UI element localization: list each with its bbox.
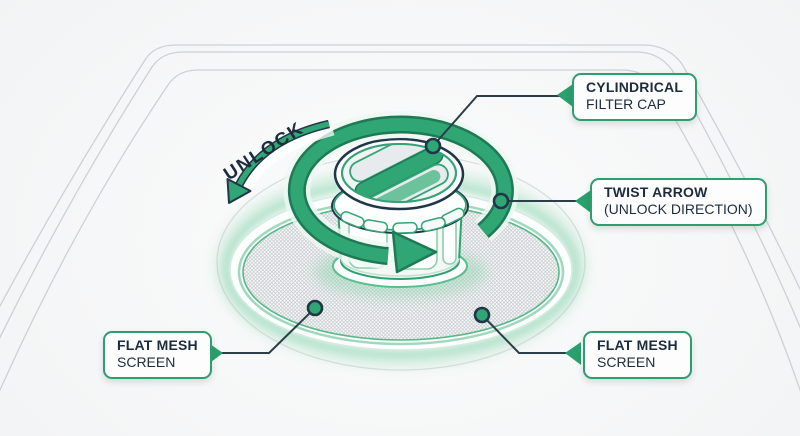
anchor-dot-twist-arrow: [492, 192, 510, 210]
label-subtitle: SCREEN: [597, 354, 656, 371]
unlock-arrowhead-icon: [226, 178, 252, 204]
unlock-arrow-halo: [240, 124, 335, 193]
callout-pointer-twist-arrow: [575, 190, 591, 213]
twist-arrow-ring: [283, 111, 519, 274]
label-title: TWIST ARROW: [604, 184, 708, 200]
cap-top-face-outline: [341, 143, 457, 203]
label-cylindrical-filter-cap: CYLINDRICAL FILTER CAP: [572, 73, 698, 121]
anchor-dots: [306, 137, 510, 324]
unlock-arrow-icon: [226, 119, 335, 204]
callout-line-mesh-right: [481, 314, 569, 354]
label-flat-mesh-screen-right: FLAT MESH SCREEN: [583, 331, 692, 379]
frame-line: [0, 44, 800, 308]
cap-collar-tabs: [340, 207, 465, 234]
cap-slot-inner: [374, 170, 441, 202]
anchor-dot-mesh-right: [473, 306, 491, 324]
twist-arrow-shaft: [290, 118, 512, 263]
callout-pointer-mesh-right: [565, 342, 581, 365]
anchor-dot-mesh-left: [306, 299, 324, 317]
tub-frame-lines: [0, 44, 800, 392]
anchor-dot-filter-cap: [424, 137, 442, 155]
cap-body-bottom-line: [340, 257, 460, 277]
frame-line: [0, 51, 800, 339]
callout-line-mesh-left: [219, 307, 316, 354]
callout-line-filter-cap: [432, 95, 560, 147]
callout-lines: [219, 95, 578, 354]
label-twist-arrow: TWIST ARROW (UNLOCK DIRECTION): [590, 178, 767, 226]
label-title: CYLINDRICAL: [586, 79, 684, 95]
label-flat-mesh-screen-left: FLAT MESH SCREEN: [103, 331, 212, 379]
label-subtitle: FILTER CAP: [586, 96, 666, 113]
unlock-arrow-shaft: [236, 121, 330, 187]
frame-line: [0, 69, 800, 392]
twist-arrowhead-icon: [391, 230, 438, 274]
callout-pointer-filter-cap: [557, 84, 573, 107]
label-subtitle: (UNLOCK DIRECTION): [604, 201, 753, 218]
label-title: FLAT MESH: [597, 337, 678, 353]
cap-top-slots: [349, 144, 449, 202]
label-subtitle: SCREEN: [117, 354, 176, 371]
label-title: FLAT MESH: [117, 337, 198, 353]
